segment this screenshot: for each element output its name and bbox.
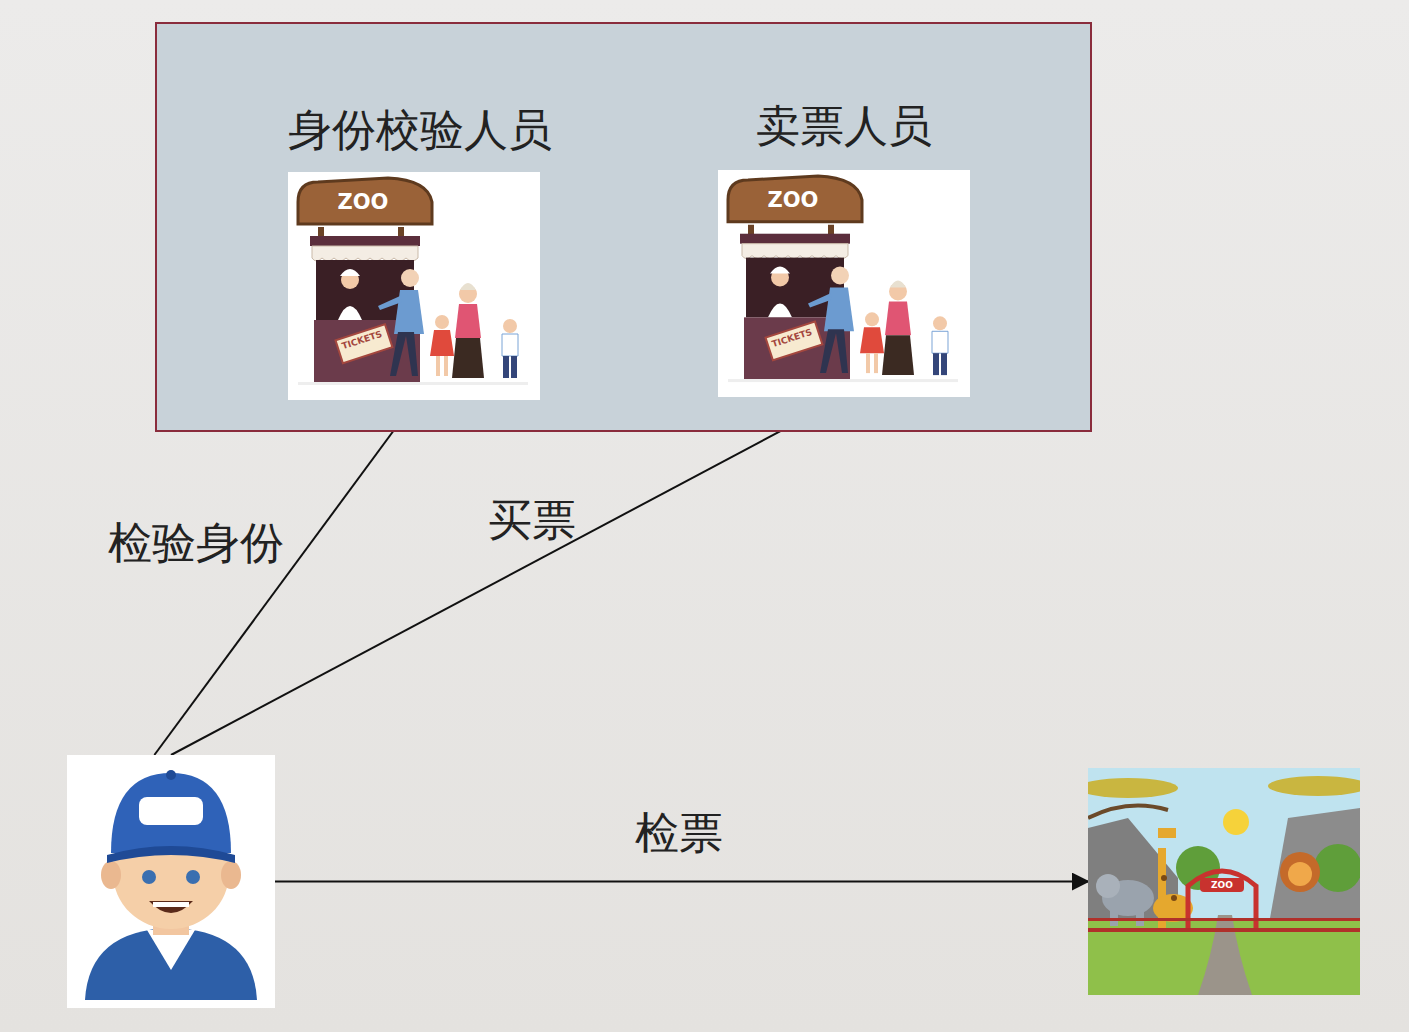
node-heading: 身份校验人员: [288, 101, 552, 160]
edge-label: 检验身份: [108, 514, 284, 573]
sign-text: ZOO: [338, 190, 389, 214]
ticket-booth-picture: [718, 170, 970, 397]
sign-text: ZOO: [1211, 880, 1233, 890]
flow-arrow: [275, 881, 1088, 883]
figure-node: [67, 755, 275, 1008]
worker-icon: [67, 755, 275, 1008]
ticket-booth-picture: [288, 172, 540, 400]
booth-node: 身份校验人员: [275, 95, 565, 400]
node-heading: 卖票人员: [756, 97, 932, 156]
flow-arrow: [154, 403, 414, 755]
group-box: 身份校验人员 卖票人员: [155, 22, 1092, 432]
booth-node: 卖票人员: [718, 95, 970, 397]
flow-arrow: [171, 400, 839, 755]
sign-text: ZOO: [768, 188, 819, 212]
edge-label: 检票: [635, 804, 723, 863]
edge-label: 买票: [488, 491, 576, 550]
